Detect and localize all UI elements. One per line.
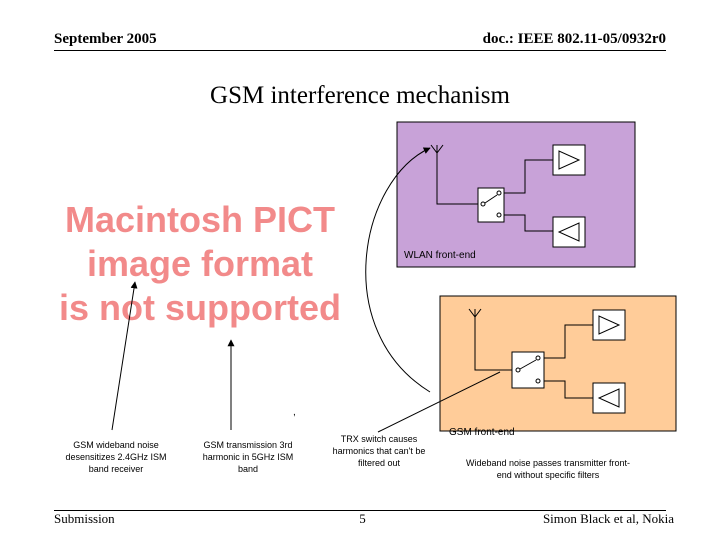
gsm-antenna-icon <box>468 308 482 324</box>
gsm-harmonic-annotation: GSM transmission 3rd harmonic in 5GHz IS… <box>202 440 294 474</box>
header-doc-id: doc.: IEEE 802.11-05/0932r0 <box>482 31 666 47</box>
pict-line-2: image format <box>86 243 314 284</box>
noise-callout-arrow <box>111 281 138 431</box>
wideband-noise-annotation: Wideband noise passes transmitter front-… <box>465 458 631 480</box>
wlan-front-end-label: WLAN front-end <box>404 250 476 261</box>
gsm-wiring <box>474 324 595 399</box>
coupling-curve-arrow <box>365 147 431 393</box>
gsm-block-bg <box>439 295 677 432</box>
footer-rule <box>54 510 666 511</box>
gsm-front-end-label: GSM front-end <box>449 427 515 438</box>
header-date: September 2005 <box>54 31 157 47</box>
footer-submission: Submission <box>54 511 115 526</box>
slide-title: GSM interference mechanism <box>210 82 510 109</box>
footer-author: Simon Black et al, Nokia <box>542 511 674 526</box>
header-rule <box>54 50 666 51</box>
wlan-wiring <box>436 159 555 232</box>
wlan-antenna-icon <box>430 144 444 160</box>
gsm-tx-amplifier-icon <box>592 309 626 341</box>
footer-page-number: 5 <box>359 511 366 526</box>
stray-mark: , <box>293 407 296 418</box>
pict-placeholder: Macintosh PICT image format is not suppo… <box>30 198 370 330</box>
switch-callout-line <box>377 371 501 433</box>
gsm-trx-switch-icon <box>511 351 545 389</box>
wlan-tx-amplifier-icon <box>552 144 586 176</box>
gsm-front-end-block <box>439 295 677 432</box>
wlan-trx-switch-icon <box>477 187 505 223</box>
gsm-rx-amplifier-icon <box>592 382 626 414</box>
pict-line-1: Macintosh PICT <box>64 199 336 240</box>
wlan-front-end-block <box>396 121 636 268</box>
pict-line-3: is not supported <box>59 287 341 328</box>
gsm-noise-annotation: GSM wideband noise desensitizes 2.4GHz I… <box>65 440 167 474</box>
wlan-block-bg <box>396 121 636 268</box>
wlan-rx-amplifier-icon <box>552 216 586 248</box>
trx-switch-annotation: TRX switch causes harmonics that can't b… <box>332 434 426 468</box>
